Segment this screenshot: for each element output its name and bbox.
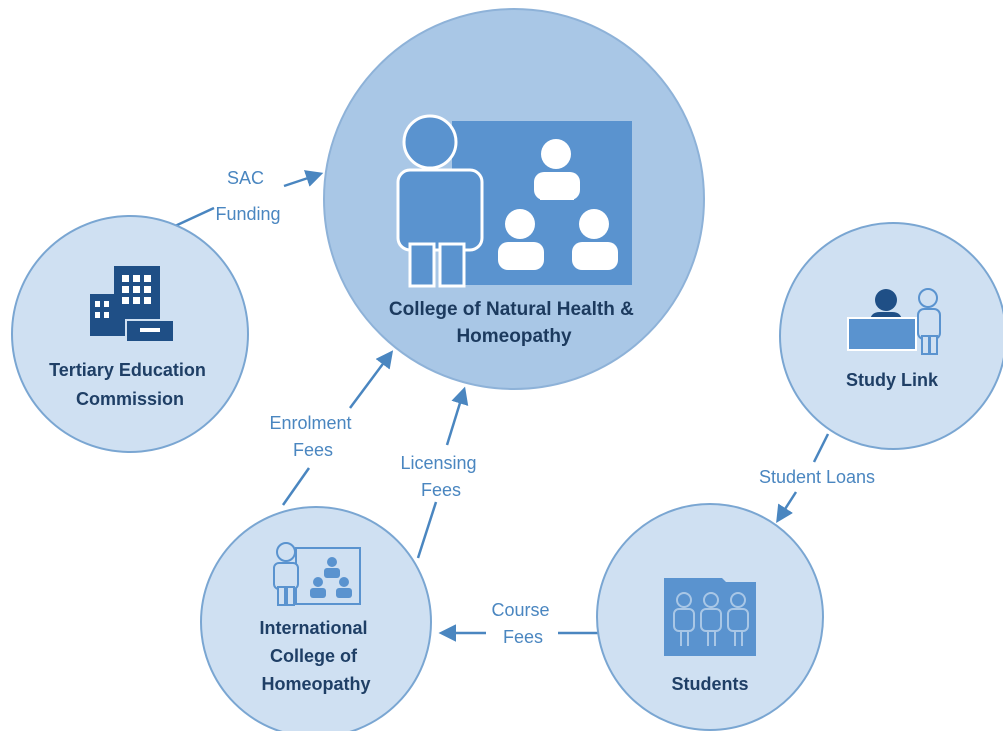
label-licensing-fees: Licensing Fees [400, 453, 481, 500]
node-college: College of Natural Health & Homeopathy [323, 8, 705, 390]
connector-studylink-to-loans-label [812, 433, 830, 463]
tec-title-line-1: Tertiary Education [49, 360, 206, 380]
studylink-title: Study Link [846, 370, 939, 390]
classroom-icon [396, 114, 632, 288]
icoh-circle [200, 506, 432, 731]
studylink-title-line-1: Study Link [846, 370, 939, 390]
college-title: College of Natural Health & Homeopathy [389, 299, 639, 347]
label-student-loans-line-1: Student Loans [759, 467, 875, 487]
icoh-title-line-3: Homeopathy [261, 674, 370, 694]
label-course-fees-line-1: Course [491, 600, 549, 620]
arrow-enrolment-fees [348, 350, 394, 409]
label-licensing-fees-line-1: Licensing [400, 453, 476, 473]
tec-title: Tertiary Education Commission [49, 360, 211, 409]
label-course-fees: Course Fees [491, 600, 554, 647]
arrow-sac-funding [283, 170, 324, 188]
arrow-licensing-fees [445, 386, 469, 446]
college-title-line-1: College of Natural Health & [389, 299, 634, 320]
tec-title-line-2: Commission [76, 389, 184, 409]
students-group-icon [664, 578, 756, 656]
node-tec: Tertiary Education Commission [11, 215, 249, 453]
node-students: Students [596, 503, 824, 731]
students-title-line-1: Students [671, 674, 748, 694]
label-enrolment-fees: Enrolment Fees [269, 413, 356, 460]
connectors [161, 170, 830, 642]
connector-icoh-to-licensing-label [416, 501, 438, 559]
node-icoh: International College of Homeopathy [200, 506, 432, 731]
label-sac-funding-line-2: Funding [215, 204, 280, 224]
icoh-title: International College of Homeopathy [259, 618, 372, 694]
label-course-fees-line-2: Fees [503, 627, 543, 647]
service-desk-icon [847, 288, 941, 355]
node-studylink: Study Link [779, 222, 1003, 450]
building-icon [90, 266, 175, 343]
icoh-title-line-1: International [259, 618, 367, 638]
label-enrolment-fees-line-2: Fees [293, 440, 333, 460]
students-title: Students [671, 674, 748, 694]
label-enrolment-fees-line-1: Enrolment [269, 413, 351, 433]
label-licensing-fees-line-2: Fees [421, 480, 461, 500]
small-classroom-icon [273, 542, 361, 606]
label-student-loans: Student Loans [759, 467, 875, 487]
icoh-title-line-2: College of [270, 646, 358, 666]
connector-icoh-to-enrolment-label [281, 467, 311, 506]
label-sac-funding-line-1: SAC [227, 168, 264, 188]
label-sac-funding: SAC Funding [215, 168, 280, 224]
college-title-line-2: Homeopathy [456, 326, 572, 347]
arrow-student-loans [776, 491, 798, 523]
